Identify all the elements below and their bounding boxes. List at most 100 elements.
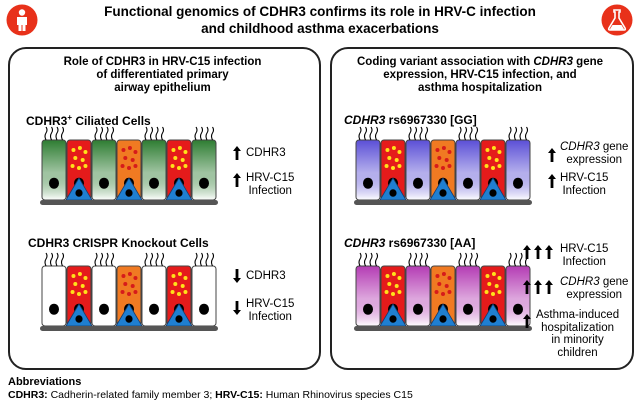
cilium: [458, 126, 462, 141]
granule: [180, 158, 185, 162]
granule: [447, 276, 452, 280]
granule: [171, 274, 176, 278]
cilium: [155, 252, 159, 267]
cilium: [99, 126, 104, 141]
person-icon: [6, 4, 38, 36]
cell-nucleus: [439, 315, 447, 323]
cilium: [513, 126, 518, 141]
up-arrow-icon: [548, 148, 556, 162]
cilium: [55, 252, 59, 267]
granule: [391, 146, 396, 150]
right-bottom-effect-1-line-1: HRV-C15: [560, 243, 609, 255]
granule: [497, 164, 502, 168]
cilium: [524, 126, 529, 141]
right-top-subtitle-em: CDHR3: [344, 113, 386, 127]
cell-nucleus: [463, 177, 473, 189]
ciliated-cell: [405, 139, 431, 201]
cilium: [474, 126, 479, 141]
cilium: [105, 126, 109, 141]
granule: [391, 166, 395, 170]
cell-nucleus: [413, 177, 423, 189]
cilium: [463, 252, 468, 267]
left-top-subtitle: CDHR3+ Ciliated Cells: [26, 113, 151, 128]
right-bottom-effect-3: Asthma-induced hospitalization in minori…: [536, 309, 619, 359]
granule: [123, 156, 128, 160]
cilium: [199, 126, 204, 141]
granule: [121, 274, 126, 278]
abbr-def-cdhr3: Cadherin-related family member 3;: [47, 389, 216, 401]
cilium: [44, 126, 48, 141]
cilium: [358, 126, 362, 141]
ciliated-cell: [405, 265, 431, 327]
right-bottom-subtitle-em: CDHR3: [344, 236, 386, 250]
granule: [437, 156, 442, 160]
cilium: [363, 126, 368, 141]
cilium: [519, 126, 523, 141]
cilium: [60, 126, 65, 141]
cell-nucleus: [175, 315, 183, 323]
triple-up-arrow-icon: [523, 280, 553, 294]
cell-nucleus: [363, 303, 373, 315]
cell-nucleus: [363, 177, 373, 189]
right-bottom-effect-1-line-2: Infection: [562, 255, 606, 268]
cilium: [160, 252, 165, 267]
granule: [77, 166, 81, 170]
cilium: [424, 252, 429, 267]
right-top-effect-2: HRV-C15 Infection: [560, 172, 608, 197]
ciliated-cell: [455, 139, 481, 201]
right-top-subtitle: CDHR3 rs6967330 [GG]: [344, 113, 477, 127]
cilium: [144, 126, 148, 141]
left-top-subtitle-main: CDHR3: [26, 114, 68, 128]
right-bottom-effect-3-line-3: in minority: [551, 334, 604, 346]
cell-nucleus: [75, 315, 83, 323]
right-bottom-effect-2-line-1: CDHR3 gene: [560, 276, 628, 289]
granule: [494, 284, 499, 288]
left-top-effect-2-line-2: Infection: [248, 184, 292, 197]
granule: [384, 164, 389, 168]
epithelium-illustration-ciliated: [40, 126, 218, 205]
left-top-subtitle-sup: +: [67, 113, 73, 122]
cilium: [369, 126, 373, 141]
granule: [83, 150, 88, 154]
basement-membrane: [354, 326, 532, 331]
right-top-effect-1-rest: gene: [599, 141, 629, 153]
cilium: [419, 252, 423, 267]
title-line-2: and childhood asthma exacerbations: [201, 21, 439, 36]
right-top-effect-1: CDHR3 gene expression: [560, 141, 628, 166]
cilium: [424, 126, 429, 141]
right-bottom-subtitle: CDHR3 rs6967330 [AA]: [344, 236, 475, 250]
right-bottom-effect-3-line-1: Asthma-induced: [536, 309, 620, 321]
ciliated-cell: [141, 265, 167, 327]
granule: [441, 292, 445, 296]
cilium: [94, 126, 98, 141]
granule: [83, 164, 88, 168]
granule: [487, 156, 492, 160]
granule: [491, 146, 496, 150]
cilium: [205, 252, 209, 267]
granule: [77, 272, 82, 276]
granule: [391, 292, 395, 296]
granule: [170, 164, 175, 168]
granule: [397, 276, 402, 280]
ciliated-cell: [455, 265, 481, 327]
right-panel-title: Coding variant association with CDHR3 ge…: [332, 56, 628, 95]
cilium: [469, 126, 473, 141]
epithelium-illustration-gg: [354, 126, 532, 205]
cilium: [105, 252, 109, 267]
cilium: [408, 252, 412, 267]
granule: [177, 292, 181, 296]
granule: [447, 290, 452, 294]
granule: [130, 284, 135, 288]
granule: [133, 150, 138, 154]
right-bottom-effect-1: HRV-C15 Infection: [560, 243, 608, 268]
granule: [441, 166, 445, 170]
granule: [385, 274, 390, 278]
right-title-line-1: Coding variant association with CDHR3 ge…: [332, 56, 628, 69]
granule: [437, 282, 442, 286]
cilium: [413, 252, 418, 267]
granule: [71, 148, 76, 152]
cilium: [99, 252, 104, 267]
cilium: [94, 252, 98, 267]
cilium: [369, 252, 373, 267]
cell-nucleus: [513, 177, 523, 189]
